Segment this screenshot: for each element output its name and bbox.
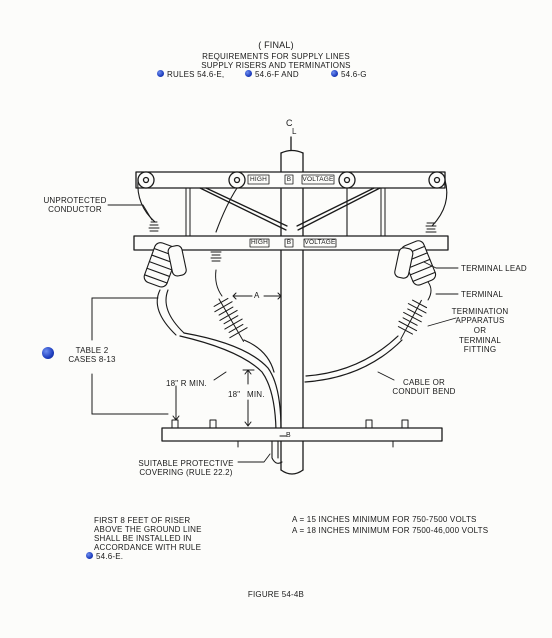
conductor-leads (137, 179, 448, 237)
centerline-l: L (292, 127, 297, 136)
lower-arm-b: B (286, 239, 292, 246)
lower-arm-high: HIGH (250, 239, 269, 246)
termination-label-2: APPARATUS (455, 316, 505, 325)
title-line-1: REQUIREMENTS FOR SUPPLY LINES (202, 52, 350, 61)
table-ref-1: TABLE 2 (75, 346, 109, 355)
centerline-c: C (286, 118, 293, 128)
covering-label-2: COVERING (RULE 22.2) (139, 468, 233, 477)
utility-pole (280, 149, 304, 475)
bend-radius-label: 18" R MIN. (166, 379, 207, 388)
table-ref-2: CASES 8-13 (68, 355, 116, 364)
left-riser-cable (156, 289, 185, 336)
radius-arrows (172, 371, 227, 421)
bottom-arm-b: B (286, 432, 291, 439)
lower-crossarm (133, 235, 449, 251)
pin-insulators (148, 221, 437, 262)
cable-label-1: CABLE OR (402, 378, 446, 387)
table-bracket (91, 297, 169, 415)
unprotected-label-1: UNPROTECTED (43, 196, 107, 205)
rules-prefix-label: RULES 54.6-E, (167, 70, 225, 79)
rule-g-label: 54.6-G (341, 70, 367, 79)
rule-54-6-g-link-icon[interactable] (331, 70, 338, 77)
upper-arm-voltage: VOLTAGE (302, 175, 334, 183)
height-min-label: MIN. (247, 390, 265, 399)
upper-crossarm (135, 171, 446, 189)
riser-covering (271, 435, 287, 464)
covering-label-1: SUITABLE PROTECTIVE (138, 459, 234, 468)
riser-note-2: ABOVE THE GROUND LINE (94, 525, 202, 534)
rule-f-label: 54.6-F AND (255, 70, 299, 79)
title-line-2: SUPPLY RISERS AND TERMINATIONS (201, 61, 351, 70)
bottom-crossarm (161, 419, 443, 448)
lower-arm-voltage: VOLTAGE (304, 239, 336, 246)
termination-label-4: TERMINAL (458, 336, 502, 345)
cable-label-2: CONDUIT BEND (392, 387, 456, 396)
leader-lines (107, 204, 459, 463)
riser-note-rule: 54.6-E. (96, 552, 124, 561)
upper-arm-b: B (286, 175, 292, 183)
termination-label-5: FITTING (463, 345, 497, 354)
dimension-height (242, 369, 255, 427)
dimension-a-label: A (254, 291, 260, 300)
termination-label-1: TERMINATION (451, 307, 509, 316)
table-2-link-icon[interactable] (42, 347, 54, 359)
a-15-note: A = 15 INCHES MINIMUM FOR 750-7500 VOLTS (292, 515, 477, 524)
figure-caption: FIGURE 54-4B (247, 590, 305, 599)
dimension-a-marker (232, 292, 282, 300)
rule-54-6-e-note-link-icon[interactable] (86, 552, 93, 559)
middle-terminal-fitting (213, 269, 248, 342)
terminal-lead-label: TERMINAL LEAD (461, 264, 527, 273)
riser-note-4: ACCORDANCE WITH RULE (94, 543, 202, 552)
rule-54-6-f-link-icon[interactable] (245, 70, 252, 77)
cable-bends (179, 332, 403, 431)
status-label: ( FINAL) (258, 40, 294, 50)
unprotected-label-2: CONDUCTOR (48, 205, 102, 214)
crossarm-brace (199, 187, 381, 231)
terminal-label: TERMINAL (461, 290, 504, 299)
left-termination-apparatus (143, 242, 187, 288)
riser-note-3: SHALL BE INSTALLED IN (94, 534, 192, 543)
right-terminal-fitting (397, 281, 432, 340)
a-18-note: A = 18 INCHES MINIMUM FOR 7500-46,000 VO… (292, 526, 489, 535)
termination-label-3: OR (473, 326, 487, 335)
height-value-label: 18" (228, 390, 241, 399)
riser-note-1: FIRST 8 FEET OF RISER (94, 516, 191, 525)
rule-54-6-e-link-icon[interactable] (157, 70, 164, 77)
upper-arm-high: HIGH (249, 175, 268, 183)
right-termination-apparatus (394, 240, 437, 286)
